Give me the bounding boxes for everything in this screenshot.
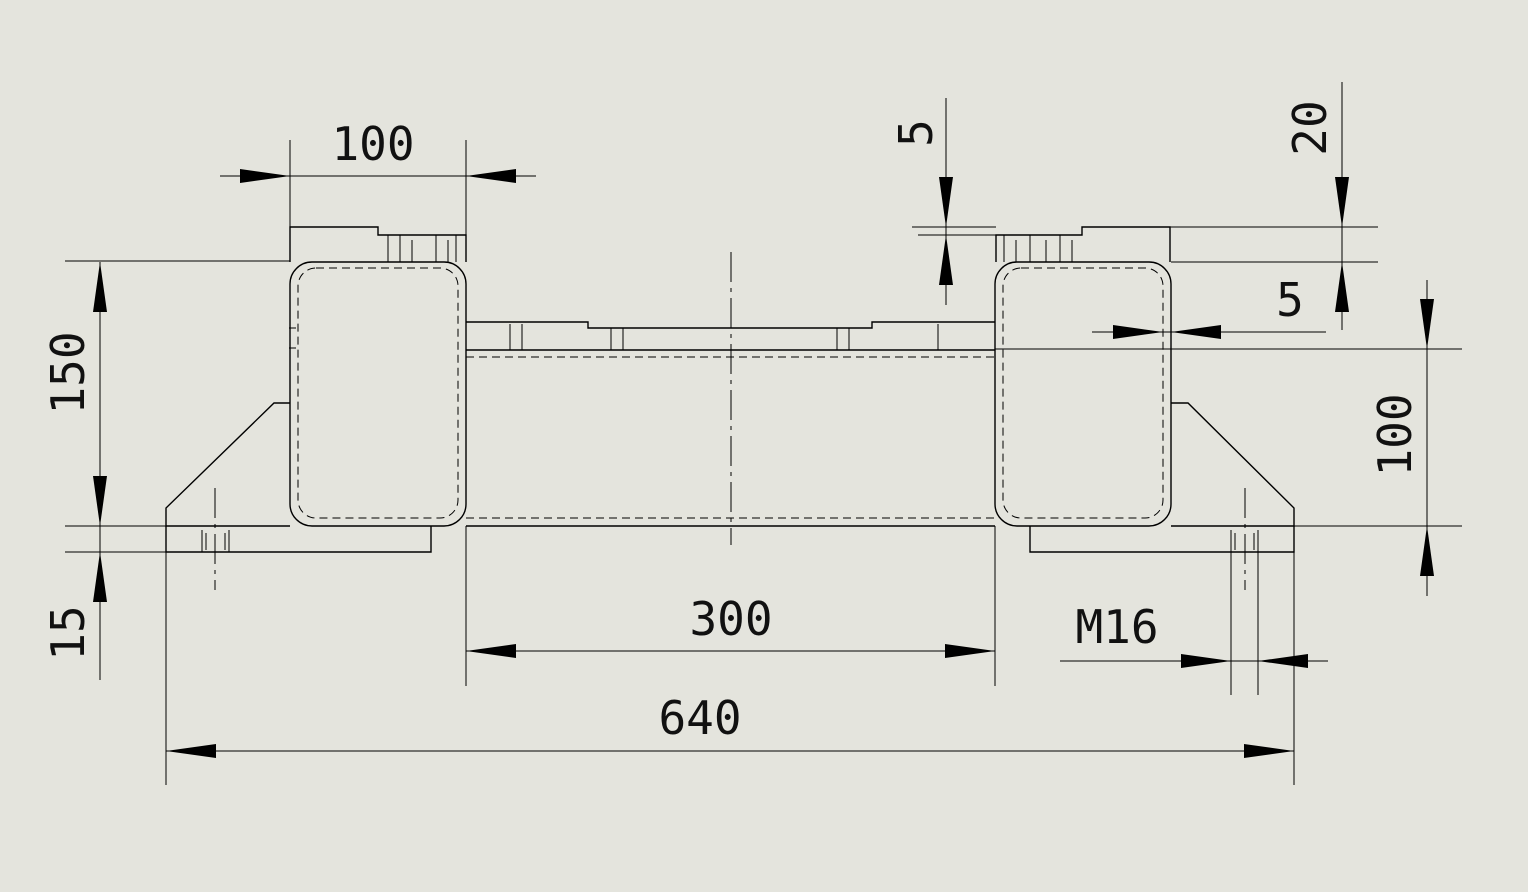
dimension-top-width: 100 — [220, 117, 536, 262]
dim-label-top-width: 100 — [331, 117, 414, 171]
dim-label-wall-offset: 5 — [1276, 273, 1304, 327]
dim-label-beam-height: 100 — [1368, 393, 1422, 476]
dim-label-span: 300 — [689, 592, 772, 646]
center-beam — [289, 252, 995, 545]
dim-label-overall-width: 640 — [658, 691, 741, 745]
dimension-span: 300 — [465, 526, 996, 686]
dimension-total-height: 150 — [41, 260, 290, 527]
dimension-bolt: M16 — [1060, 552, 1328, 695]
dimension-beam-height: 100 — [995, 280, 1462, 596]
dim-label-cap-top: 5 — [889, 119, 943, 147]
dim-label-base-thickness: 15 — [41, 605, 95, 660]
dim-label-cap-height: 20 — [1283, 100, 1337, 155]
left-support-block — [165, 226, 467, 590]
dimension-cap-height: 20 — [1170, 82, 1378, 330]
dim-label-bolt: M16 — [1075, 600, 1158, 654]
dimension-overall-width: 640 — [165, 552, 1295, 785]
dim-label-total-height: 150 — [41, 331, 95, 414]
dimension-wall-offset: 5 — [1092, 273, 1326, 339]
dimension-cap-top: 5 — [889, 98, 996, 305]
right-support-block — [994, 226, 1295, 590]
dimension-base-thickness: 15 — [41, 510, 166, 680]
